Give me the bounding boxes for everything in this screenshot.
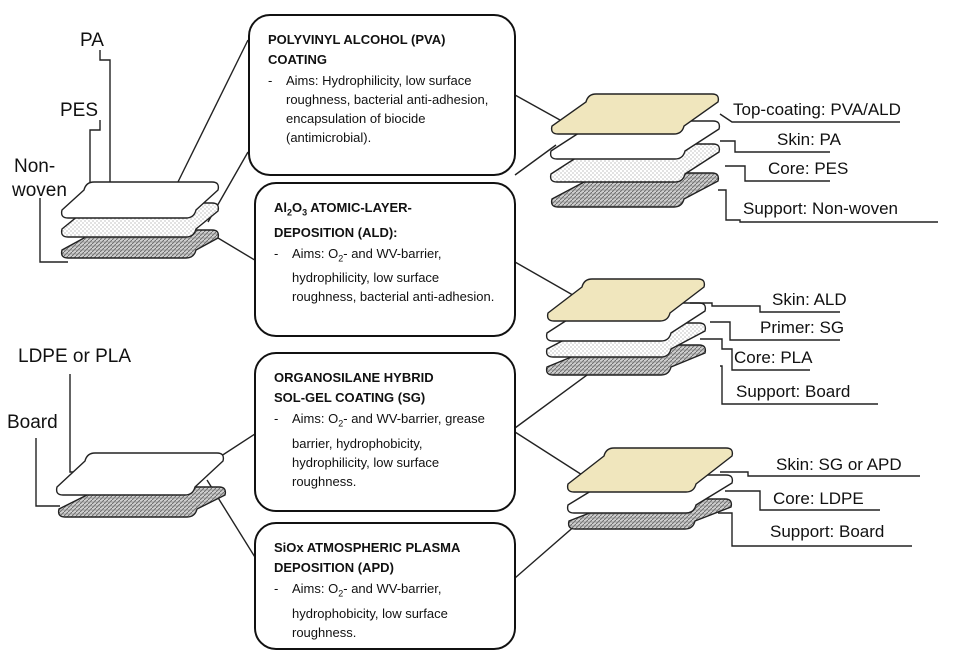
label-board: Board xyxy=(7,412,58,433)
subscript: 2 xyxy=(338,418,344,429)
layer-skin-sg-or-apd xyxy=(566,447,734,493)
layer-pa xyxy=(60,181,220,219)
sol-gel-box: ORGANOSILANE HYBRID SOL-GEL COATING (SG)… xyxy=(254,352,516,512)
label-pes: PES xyxy=(60,100,99,121)
subscript: 2 xyxy=(287,207,293,218)
stack1-layer4-label: Support: Non-woven xyxy=(743,199,898,218)
subscript: 2 xyxy=(338,588,344,599)
label-nonwoven-2: woven xyxy=(12,180,67,201)
ald-title-1: Al2O3 ATOMIC-LAYER- xyxy=(274,200,412,218)
connector-leftstack1-to-pva-top xyxy=(174,39,249,189)
bullet: - xyxy=(274,411,279,426)
label-ldpe-or-pla: LDPE or PLA xyxy=(18,346,131,367)
layer-ldpe-or-pla xyxy=(55,452,225,496)
ald-aims-text: Aims: O2- and WV-barrier, hydrophilicity… xyxy=(292,245,495,305)
bullet: - xyxy=(268,73,273,88)
pva-title-2: COATING xyxy=(268,52,327,67)
sg-aims-text: Aims: O2- and WV-barrier, grease barrier… xyxy=(292,411,485,489)
right-stack-1 xyxy=(549,93,721,208)
apd-title-2: DEPOSITION (APD) xyxy=(274,560,394,575)
ald-box: Al2O3 ATOMIC-LAYER- DEPOSITION (ALD): - … xyxy=(254,182,516,337)
connector-pva-to-stack1 xyxy=(514,94,561,121)
label-nonwoven-1: Non- xyxy=(14,156,56,177)
apd-aims: - Aims: O2- and WV-barrier, hydrophobici… xyxy=(274,579,502,642)
connector-sg-to-stack3 xyxy=(514,431,591,481)
pva-aims: - Aims: Hydrophilicity, low surface roug… xyxy=(268,71,502,147)
ald-aims: - Aims: O2- and WV-barrier, hydrophilici… xyxy=(274,244,502,307)
right-label-leader-lines xyxy=(690,113,938,547)
stack2-layer3-label: Core: PLA xyxy=(734,348,813,367)
layer-top-coating xyxy=(550,93,720,135)
stack1-layer2-label: Skin: PA xyxy=(777,130,841,149)
subscript: 3 xyxy=(302,207,308,218)
sg-aims: - Aims: O2- and WV-barrier, grease barri… xyxy=(274,409,502,491)
pva-title-1: POLYVINYL ALCOHOL (PVA) xyxy=(268,32,446,47)
apd-aims-text: Aims: O2- and WV-barrier, hydrophobicity… xyxy=(292,581,448,640)
sg-title-2: SOL-GEL COATING (SG) xyxy=(274,390,426,405)
right-stack-2 xyxy=(545,278,707,376)
layer-skin-ald xyxy=(546,278,706,322)
ald-title-2: DEPOSITION (ALD): xyxy=(274,224,398,240)
apd-title-1: SiOx ATMOSPHERIC PLASMA xyxy=(274,540,461,555)
apd-box: SiOx ATMOSPHERIC PLASMA DEPOSITION (APD)… xyxy=(254,522,516,650)
subscript: 2 xyxy=(338,253,344,264)
stack3-layer3-label: Support: Board xyxy=(770,522,885,541)
pva-coating-box: POLYVINYL ALCOHOL (PVA) COATING - Aims: … xyxy=(248,14,516,176)
bullet: - xyxy=(274,245,279,261)
stack2-layer1-label: Skin: ALD xyxy=(772,290,847,309)
connector-ald-to-stack1 xyxy=(514,144,557,176)
bullet: - xyxy=(274,581,279,596)
stack1-layer1-label: Top-coating: PVA/ALD xyxy=(733,100,901,119)
right-stack-3 xyxy=(566,447,734,530)
label-pa: PA xyxy=(80,30,104,51)
stack2-layer4-label: Support: Board xyxy=(736,382,851,401)
stack2-layer2-label: Primer: SG xyxy=(760,318,845,337)
left-stack-pa-pes-nonwoven xyxy=(60,181,220,259)
left-stack-ldpe-board xyxy=(55,452,227,518)
stack1-layer3-label: Core: PES xyxy=(768,159,849,178)
stack3-layer2-label: Core: LDPE xyxy=(773,489,864,508)
sg-title-1: ORGANOSILANE HYBRID xyxy=(274,370,434,385)
pva-aims-text: Aims: Hydrophilicity, low surface roughn… xyxy=(286,73,489,145)
stack3-layer1-label: Skin: SG or APD xyxy=(776,455,902,474)
